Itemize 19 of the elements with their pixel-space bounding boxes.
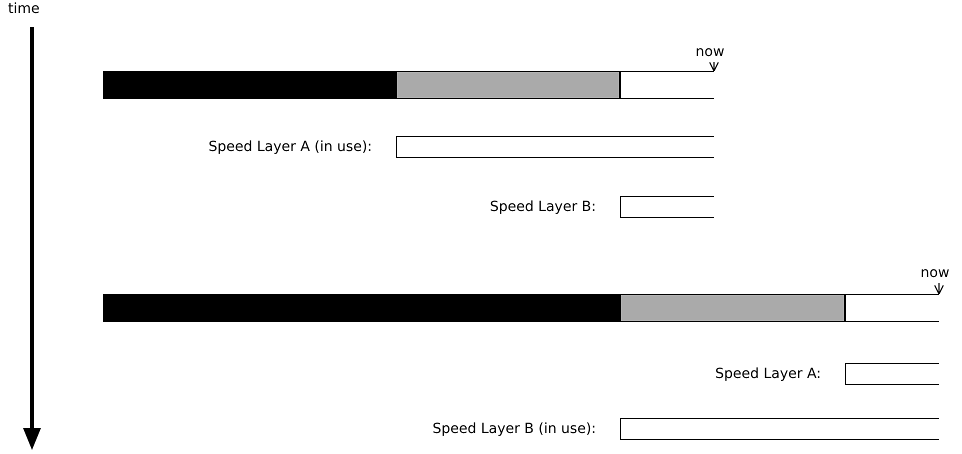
- speed-layer-label: Speed Layer B (in use):: [432, 420, 596, 439]
- arrow: [708, 61, 720, 72]
- speed-layer-bar: [396, 136, 714, 158]
- speed-layer-label: Speed Layer B:: [490, 198, 596, 217]
- speed-layer-label: Speed Layer A:: [715, 365, 821, 384]
- now-label: now: [917, 265, 953, 283]
- speed-layer-bar: [620, 418, 939, 440]
- recent-segment: [845, 294, 939, 322]
- speed-layer-bar: [620, 196, 714, 218]
- speed-layer-bar: [845, 363, 939, 385]
- pending-segment: [396, 71, 620, 99]
- batch-segment: [103, 294, 620, 322]
- speed-layer-label: Speed Layer A (in use):: [208, 138, 372, 157]
- now-label: now: [692, 44, 728, 62]
- axis-label: time: [8, 1, 40, 17]
- arrow: [934, 283, 944, 295]
- batch-segment: [103, 71, 396, 99]
- recent-segment: [620, 71, 714, 99]
- pending-segment: [620, 294, 845, 322]
